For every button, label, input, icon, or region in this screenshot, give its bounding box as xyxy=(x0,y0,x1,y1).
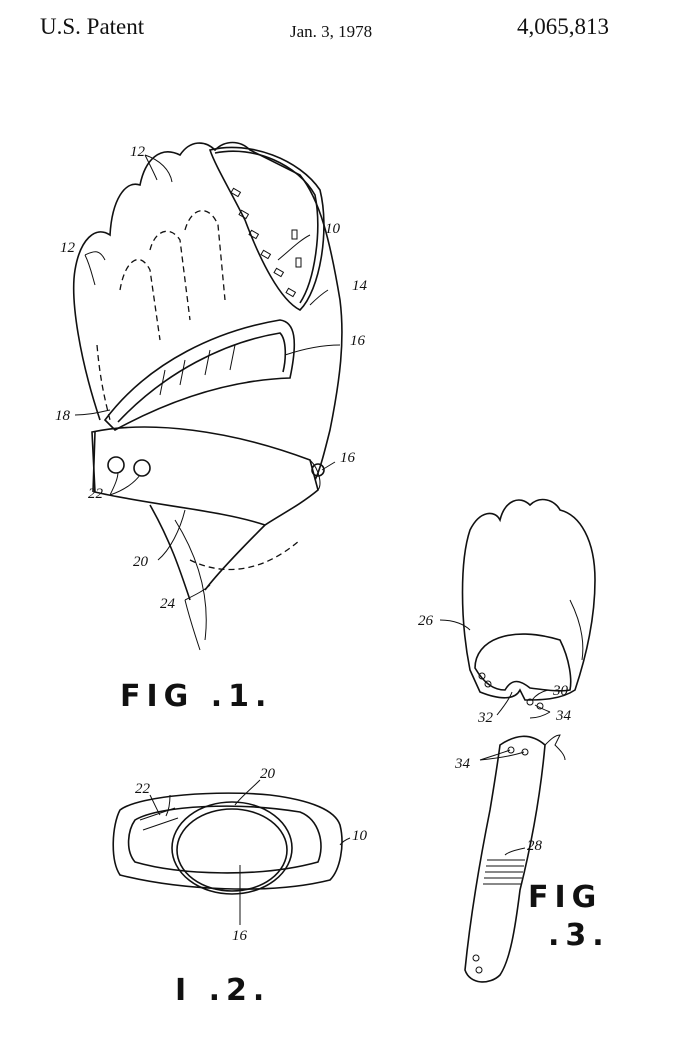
ref-numeral-10: 10 xyxy=(325,221,341,237)
figure-1-leaders xyxy=(74,154,341,601)
patent-label: U.S. Patent xyxy=(40,14,145,39)
ref-numeral-16: 16 xyxy=(340,450,356,466)
ref-numeral-34: 34 xyxy=(454,756,471,772)
ref-numeral-22: 22 xyxy=(88,486,104,502)
figure-3-caption-bottom: .3. xyxy=(548,918,610,953)
patent-number: 4,065,813 xyxy=(517,14,609,39)
figure-2-cross-section-drawing xyxy=(112,779,351,925)
ref-numeral-12: 12 xyxy=(60,240,76,256)
ref-numeral-22: 22 xyxy=(135,781,151,797)
figure-3-caption-top: FIG xyxy=(528,880,602,915)
ref-numeral-16: 16 xyxy=(232,928,248,944)
figure-1-caption: FIG .1. xyxy=(120,679,272,714)
ref-numeral-30: 30 xyxy=(552,683,569,699)
ref-numeral-20: 20 xyxy=(260,766,276,782)
ref-numeral-12: 12 xyxy=(130,144,146,160)
ref-numeral-20: 20 xyxy=(133,554,149,570)
ref-numeral-10: 10 xyxy=(352,828,368,844)
ref-numeral-32: 32 xyxy=(477,710,494,726)
ref-numeral-14: 14 xyxy=(352,278,368,294)
ref-numeral-34: 34 xyxy=(555,708,572,724)
ref-numeral-26: 26 xyxy=(418,613,434,629)
figure-1-glove-drawing xyxy=(72,141,343,651)
ref-numeral-16: 16 xyxy=(350,333,366,349)
lacing-slots xyxy=(230,187,302,298)
figure-2-caption: I .2. xyxy=(175,973,270,1008)
figure-1-reference-numerals: 12 12 10 14 16 18 16 22 20 24 xyxy=(55,144,368,612)
figure-3-glove-and-strap-drawing xyxy=(461,498,596,983)
ref-numeral-18: 18 xyxy=(55,408,71,424)
figure-2-reference-numerals: 22 20 10 16 xyxy=(135,766,368,944)
ref-numeral-28: 28 xyxy=(527,838,543,854)
ref-numeral-24: 24 xyxy=(160,596,176,612)
patent-date: Jan. 3, 1978 xyxy=(290,22,373,41)
figure-3-reference-numerals: 26 30 32 34 34 28 xyxy=(418,613,572,854)
figure-3-leaders xyxy=(439,619,551,856)
